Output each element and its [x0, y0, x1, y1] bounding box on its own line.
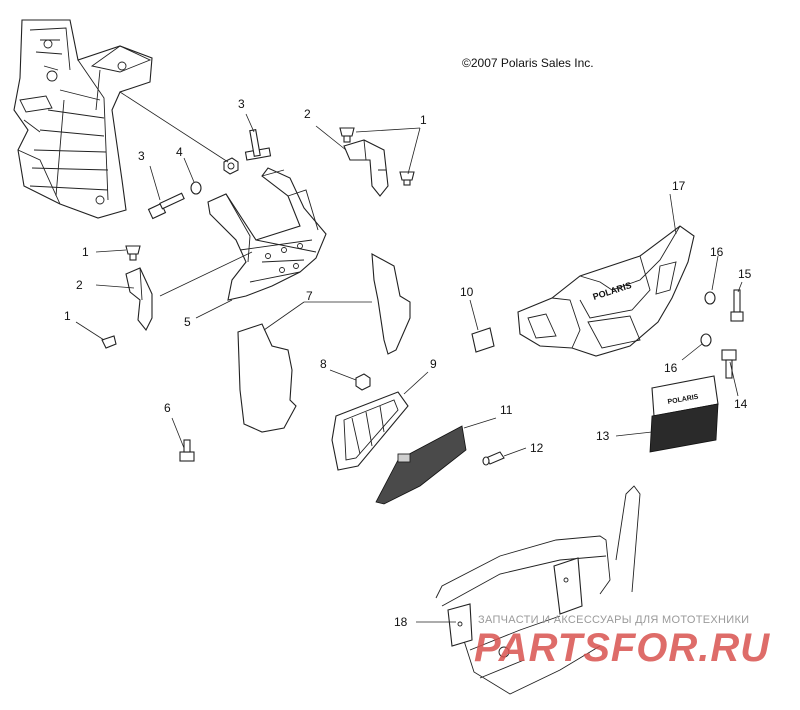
callout-4: 4: [176, 145, 183, 159]
callout-12: 12: [530, 441, 544, 455]
watermark-subtitle: ЗАПЧАСТИ И АКСЕССУАРЫ ДЛЯ МОТОТЕХНИКИ: [478, 614, 750, 626]
frame-assembly: [13, 19, 153, 219]
leader-lines: [75, 91, 743, 623]
callout-13: 13: [596, 429, 610, 443]
callout-17: 17: [672, 179, 686, 193]
callout-14: 14: [734, 397, 748, 411]
callout-1c: 1: [64, 309, 71, 323]
bolt-14: [721, 349, 737, 379]
callout-3a: 3: [238, 97, 245, 111]
mud-panel-7-left: [237, 323, 297, 433]
callout-2b: 2: [76, 278, 83, 292]
callout-10: 10: [460, 285, 474, 299]
bolt-3-lower: [147, 192, 185, 220]
mesh-screen-11: [375, 425, 467, 505]
callout-5: 5: [184, 315, 191, 329]
watermark-brand: PARTSFOR.RU: [474, 626, 771, 670]
washer-16-lower: [700, 333, 712, 347]
push-rivet-1b: [399, 171, 415, 186]
callout-1a: 1: [420, 113, 427, 127]
label-10: [471, 327, 495, 353]
callout-15: 15: [738, 267, 752, 281]
push-rivet-1a: [339, 127, 355, 143]
bolt-3-upper: [244, 129, 272, 161]
callout-8: 8: [320, 357, 327, 371]
callout-16a: 16: [710, 245, 724, 259]
callout-9: 9: [430, 357, 437, 371]
callout-11: 11: [500, 403, 513, 417]
callout-6: 6: [164, 401, 171, 415]
washer-16-upper: [704, 291, 716, 305]
callout-2a: 2: [304, 107, 311, 121]
push-rivet-1c: [125, 245, 141, 261]
callout-1b: 1: [82, 245, 89, 259]
grille-frame-9: [331, 391, 409, 471]
screw-6: [179, 439, 195, 462]
callout-18: 18: [394, 615, 408, 629]
bumper-mount-bracket-5: [207, 167, 327, 301]
callouts: 3 3 4 2 1 1 2 1 5 6 7 8 9 10 11 12 13 14…: [64, 97, 752, 629]
brush-guard-18: [435, 485, 641, 695]
bracket-2-lower: [125, 267, 153, 332]
bracket-2-upper: [343, 139, 389, 197]
grille-panel-13: POLARIS: [649, 375, 719, 453]
nut-8: [355, 373, 371, 391]
nut-washer-4: [190, 157, 239, 195]
copyright-notice: ©2007 Polaris Sales Inc.: [462, 56, 594, 70]
bolt-15: [730, 289, 744, 322]
front-bumper-17: POLARIS: [517, 225, 695, 357]
callout-3b: 3: [138, 149, 145, 163]
callout-16b: 16: [664, 361, 678, 375]
screw-12: [482, 451, 505, 466]
mud-panel-7-right: [371, 253, 411, 355]
push-rivet-1d: [101, 335, 117, 349]
callout-7: 7: [306, 289, 313, 303]
